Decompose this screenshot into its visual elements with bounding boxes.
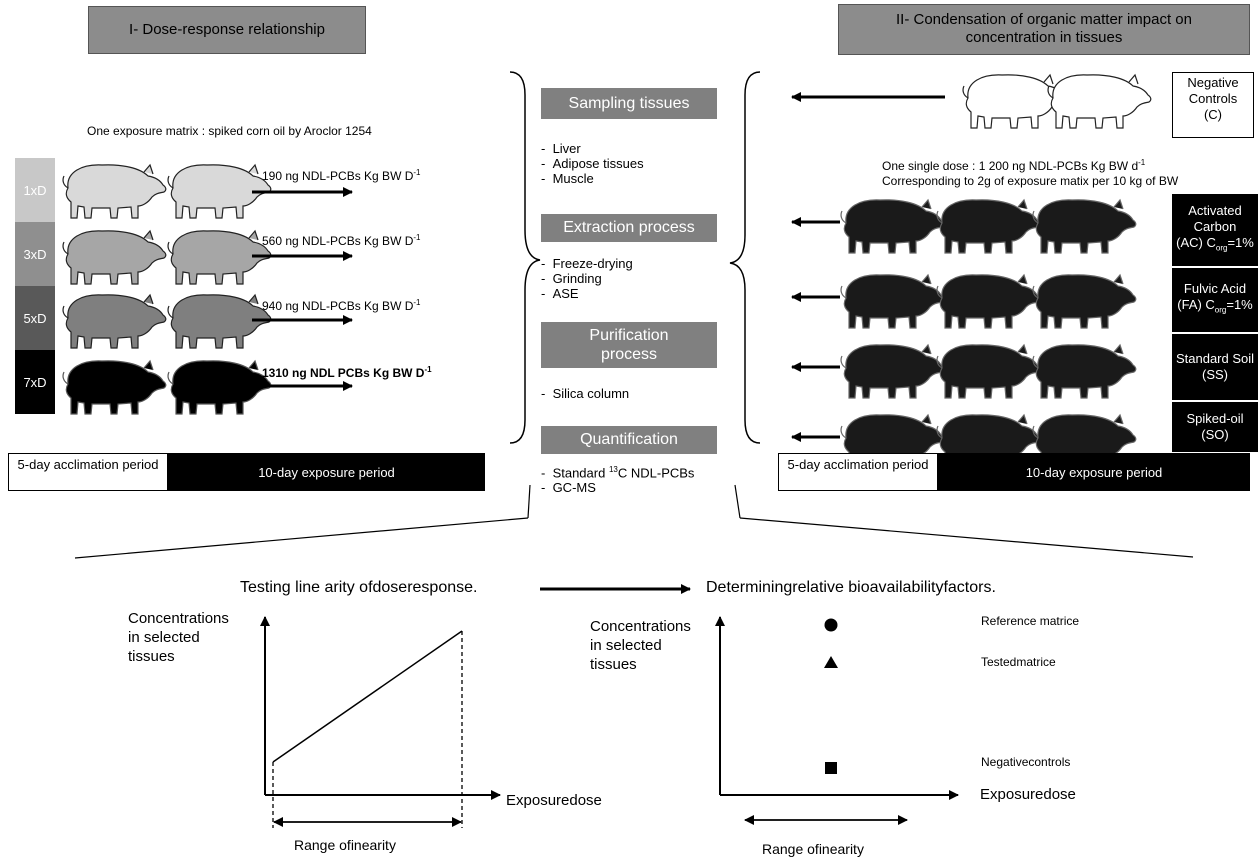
tested-matrice-marker <box>824 656 838 668</box>
dose-label-7xd: 7xD <box>23 374 47 390</box>
quantification-item-standard: - Standard 13C NDL-PCBs <box>541 465 695 481</box>
left-plot-dose-line <box>272 630 463 763</box>
legend-reference-matrice: Reference matrice <box>981 614 1080 628</box>
left-exposure-period: 10-day exposure period <box>258 464 395 480</box>
extraction-item-grinding: - Grinding <box>541 271 602 286</box>
pig-row-7xd <box>62 360 272 415</box>
pig-row-1xd <box>62 164 272 219</box>
negative-controls-box: Negative Controls (C) <box>1172 72 1254 138</box>
right-brace <box>729 71 761 444</box>
sampling-item-adipose: - Adipose tissues <box>541 156 644 171</box>
left-panel-title-text: I- Dose-response relationship <box>129 21 325 38</box>
left-range-label: Range ofinearity <box>294 837 396 853</box>
dose-text-1xd-main: 190 ng NDL-PCBs Kg BW D <box>262 169 414 183</box>
control-pigs <box>962 74 1152 129</box>
legend-negative-controls: Negativecontrols <box>981 755 1071 769</box>
purification-process-step: Purification process <box>541 322 717 368</box>
dose-label-3xd: 3xD <box>23 246 47 262</box>
group-label-so: Spiked-oil (SO) <box>1172 402 1258 452</box>
group-label-ac: Activated Carbon (AC) Corg=1% <box>1172 194 1258 266</box>
extraction-list: - Freeze-drying - Grinding - ASE <box>541 256 633 301</box>
negative-controls-line2: Controls <box>1188 91 1238 106</box>
dose-label-1xd: 1xD <box>23 182 47 198</box>
dose-strip-3xd <box>15 222 55 286</box>
single-dose-line2: Corresponding to 2g of exposure matix pe… <box>882 174 1179 188</box>
right-acclimation-period: 5-day acclimation period <box>778 453 938 491</box>
right-exposure-period: 10-day exposure period <box>1025 464 1163 480</box>
quantification-item-gcms: - GC-MS <box>541 480 596 496</box>
pig-row-5xd <box>62 294 272 349</box>
exposure-matrix-text: One exposure matrix : spiked corn oil by… <box>87 124 372 138</box>
single-dose-text: One single dose : 1 200 ng NDL-PCBs Kg B… <box>882 155 1178 189</box>
quantification-list: - Standard 13C NDL-PCBs - GC-MS <box>541 462 694 495</box>
right-timeline: 5-day acclimation period 10-day exposure… <box>778 453 1250 491</box>
extraction-process-step: Extraction process <box>541 214 717 242</box>
dose-text-1xd-sup: -1 <box>413 168 421 177</box>
negative-controls-line3: (C) <box>1203 107 1223 122</box>
group-pigs <box>840 199 1137 469</box>
purification-line2: process <box>600 346 658 363</box>
extraction-item-ase: - ASE <box>541 286 579 301</box>
sampling-list: - Liver - Adipose tissues - Muscle <box>541 141 644 186</box>
dose-text-7xd-sup: -1 <box>424 365 432 374</box>
sampling-item-muscle: - Muscle <box>541 171 594 186</box>
right-title-line2: concentration in tissues <box>965 29 1123 46</box>
purification-item-silica: - Silica column <box>541 386 630 401</box>
zoom-line-left-slope <box>74 517 529 559</box>
right-arrows <box>791 92 945 442</box>
legend-tested-matrice: Testedmatrice <box>981 655 1056 669</box>
left-brace <box>509 71 541 444</box>
right-panel-title: II- Condensation of organic matter impac… <box>838 4 1250 55</box>
dose-text-1xd: 190 ng NDL-PCBs Kg BW D-1 <box>262 168 421 183</box>
negative-controls-line1: Negative <box>1187 75 1239 90</box>
pig-row-3xd <box>62 230 272 285</box>
right-title-line1: II- Condensation of organic matter impac… <box>896 11 1192 28</box>
group-label-fa: Fulvic Acid (FA) Corg=1% <box>1172 268 1258 332</box>
sampling-item-liver: - Liver <box>541 141 581 156</box>
dose-label-5xd: 5xD <box>23 310 47 326</box>
left-plot <box>260 616 501 828</box>
dose-text-7xd: 1310 ng NDL PCBs Kg BW D-1 <box>262 365 432 380</box>
purification-list: - Silica column <box>541 386 629 401</box>
zoom-line-right <box>734 484 741 519</box>
right-range-label: Range ofinearity <box>762 841 864 857</box>
right-plot <box>715 616 959 825</box>
dose-text-5xd: 940 ng NDL-PCBs Kg BW D-1 <box>262 298 421 313</box>
left-timeline: 5-day acclimation period 10-day exposure… <box>8 453 485 491</box>
dose-text-5xd-main: 940 ng NDL-PCBs Kg BW D <box>262 299 414 313</box>
reference-matrice-marker <box>824 618 838 632</box>
left-plot-xlabel: Exposuredose <box>506 792 602 809</box>
dose-text-3xd-main: 560 ng NDL-PCBs Kg BW D <box>262 234 414 248</box>
quantification-step: Quantification <box>541 426 717 454</box>
left-panel-title: I- Dose-response relationship <box>88 6 366 54</box>
right-plot-title: Determiningrelative bioavailabilityfacto… <box>706 579 996 596</box>
extraction-item-freeze-drying: - Freeze-drying <box>541 256 633 271</box>
left-plot-title: Testing line arity ofdoseresponse. <box>240 579 478 596</box>
negative-controls-marker <box>825 762 837 774</box>
dose-text-3xd: 560 ng NDL-PCBs Kg BW D-1 <box>262 233 421 248</box>
group-label-ss: Standard Soil (SS) <box>1172 334 1258 400</box>
dose-strip-7xd <box>15 350 55 414</box>
dose-text-5xd-sup: -1 <box>413 298 421 307</box>
left-acclimation-period: 5-day acclimation period <box>8 453 168 491</box>
purification-line1: Purification <box>589 327 669 344</box>
left-arrows <box>252 187 353 391</box>
sampling-tissues-step: Sampling tissues <box>541 88 717 119</box>
dose-text-7xd-main: 1310 ng NDL PCBs Kg BW D <box>262 366 425 380</box>
single-dose-line1: One single dose : 1 200 ng NDL-PCBs Kg B… <box>882 158 1146 173</box>
dose-strip-1xd <box>15 158 55 222</box>
right-plot-xlabel: Exposuredose <box>980 786 1076 803</box>
dose-text-3xd-sup: -1 <box>413 233 421 242</box>
zoom-line-left <box>527 484 531 519</box>
dose-strip-5xd <box>15 286 55 350</box>
zoom-line-right-slope <box>739 517 1194 558</box>
